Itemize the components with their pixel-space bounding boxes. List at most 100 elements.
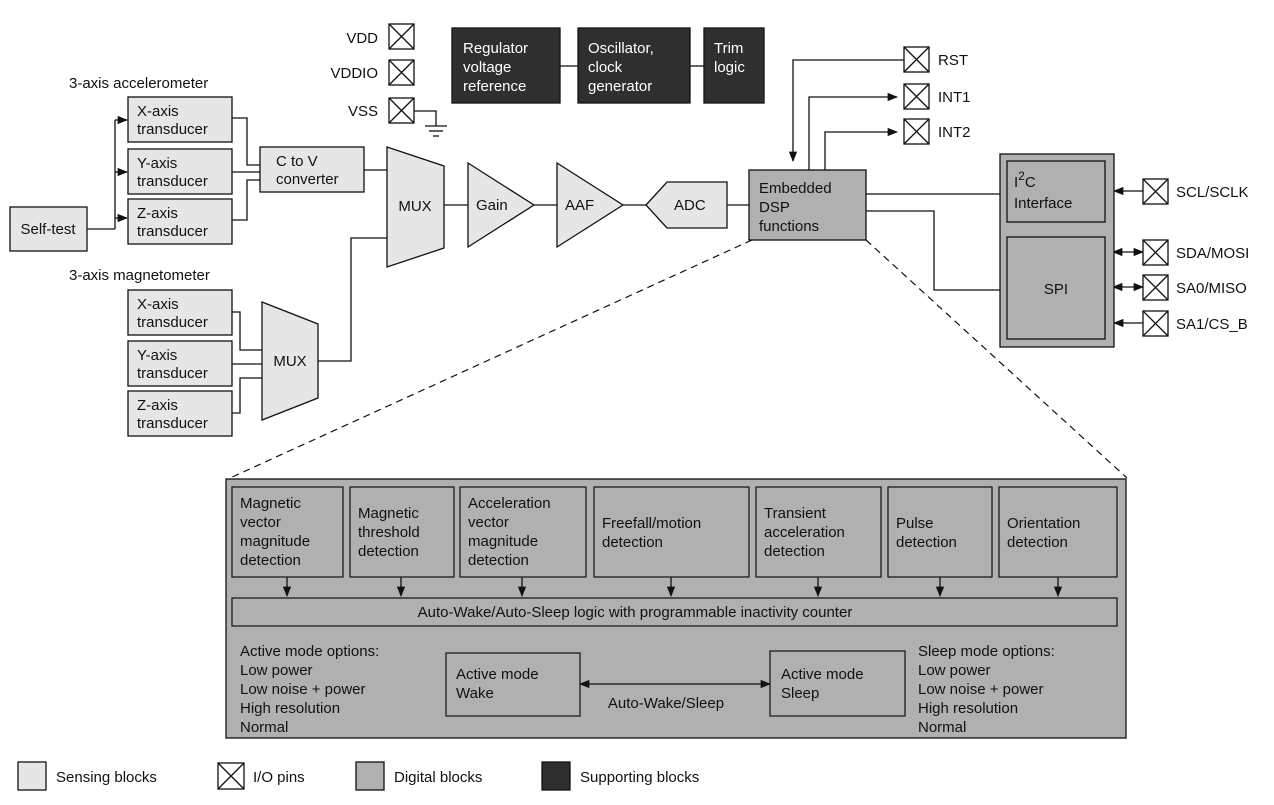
active-mode-sleep-box: Active mode Sleep <box>769 650 906 717</box>
mux-main: MUX <box>386 146 445 268</box>
int1-pin: INT1 <box>903 83 971 110</box>
svg-text:Normal: Normal <box>918 719 966 736</box>
int1-pin-icon <box>903 83 930 110</box>
svg-text:INT2: INT2 <box>938 124 971 141</box>
svg-text:I/O pins: I/O pins <box>253 769 305 786</box>
svg-text:magnitude: magnitude <box>240 533 310 550</box>
svg-text:X-axis: X-axis <box>137 296 179 313</box>
int2-pin: INT2 <box>903 118 971 145</box>
svg-text:detection: detection <box>468 552 529 569</box>
self-test-block: Self-test <box>9 206 88 252</box>
mag-z-transducer: Z-axis transducer <box>127 390 233 437</box>
dsp-detail-panel: Magnetic vector magnitude detection Magn… <box>225 478 1127 739</box>
serial-interface-block: I2C Interface SPI <box>999 153 1115 348</box>
svg-text:ADC: ADC <box>674 197 706 214</box>
svg-text:Normal: Normal <box>240 719 288 736</box>
function-magnetic-vector: Magnetic vector magnitude detection <box>231 486 344 578</box>
vdd-label: VDD <box>346 30 378 47</box>
function-freefall-motion: Freefall/motion detection <box>593 486 750 578</box>
svg-text:reference: reference <box>463 78 526 95</box>
sa1-pin-icon <box>1142 310 1169 337</box>
legend-supporting: Supporting blocks <box>541 761 699 791</box>
svg-text:Orientation: Orientation <box>1007 515 1080 532</box>
sleep-mode-options: Sleep mode options: Low power Low noise … <box>918 643 1055 736</box>
sensing-swatch-icon <box>17 761 47 791</box>
svg-text:transducer: transducer <box>137 121 208 138</box>
svg-text:C to V: C to V <box>276 153 318 170</box>
svg-text:Z-axis: Z-axis <box>137 205 178 222</box>
svg-text:AAF: AAF <box>565 197 594 214</box>
function-acceleration-vector: Acceleration vector magnitude detection <box>459 486 587 578</box>
svg-text:MUX: MUX <box>398 198 431 215</box>
svg-text:logic: logic <box>714 59 745 76</box>
int2-pin-icon <box>903 118 930 145</box>
svg-text:Low power: Low power <box>918 662 991 679</box>
adc-block: ADC <box>645 181 728 229</box>
svg-text:acceleration: acceleration <box>764 524 845 541</box>
svg-text:Trim: Trim <box>714 40 743 57</box>
svg-text:detection: detection <box>240 552 301 569</box>
accel-z-transducer: Z-axis transducer <box>127 198 233 245</box>
svg-text:Y-axis: Y-axis <box>137 155 177 172</box>
svg-text:Low noise + power: Low noise + power <box>240 681 366 698</box>
accel-y-transducer: Y-axis transducer <box>127 148 233 195</box>
svg-text:Digital blocks: Digital blocks <box>394 769 482 786</box>
svg-text:Active mode: Active mode <box>781 666 864 683</box>
mag-y-transducer: Y-axis transducer <box>127 340 233 387</box>
svg-text:SDA/MOSI: SDA/MOSI <box>1176 245 1249 262</box>
svg-text:Embedded: Embedded <box>759 180 832 197</box>
sa0-pin: SA0/MISO <box>1142 274 1247 301</box>
accel-x-transducer: X-axis transducer <box>127 96 233 143</box>
legend-sensing: Sensing blocks <box>17 761 157 791</box>
svg-text:transducer: transducer <box>137 314 208 331</box>
svg-text:detection: detection <box>764 543 825 560</box>
sa1-pin: SA1/CS_B <box>1142 310 1248 337</box>
function-transient-acceleration: Transient acceleration detection <box>755 486 882 578</box>
vddio-label: VDDIO <box>330 65 378 82</box>
legend-digital: Digital blocks <box>355 761 482 791</box>
function-magnetic-threshold: Magnetic threshold detection <box>349 486 455 578</box>
legend: Sensing blocks I/O pins Digital blocks S… <box>17 761 699 791</box>
function-pulse: Pulse detection <box>887 486 993 578</box>
svg-text:RST: RST <box>938 52 968 69</box>
rst-pin: RST <box>903 46 968 73</box>
svg-text:Freefall/motion: Freefall/motion <box>602 515 701 532</box>
svg-text:SA1/CS_B: SA1/CS_B <box>1176 316 1248 333</box>
svg-text:Low noise + power: Low noise + power <box>918 681 1044 698</box>
svg-text:magnitude: magnitude <box>468 533 538 550</box>
io-pin-swatch-icon <box>217 762 245 790</box>
svg-text:Interface: Interface <box>1014 195 1072 212</box>
svg-text:transducer: transducer <box>137 223 208 240</box>
svg-text:threshold: threshold <box>358 524 420 541</box>
svg-text:INT1: INT1 <box>938 89 971 106</box>
mux-magnetometer: MUX <box>261 301 319 421</box>
svg-text:Transient: Transient <box>764 505 827 522</box>
svg-text:High resolution: High resolution <box>240 700 340 717</box>
svg-text:vector: vector <box>240 514 281 531</box>
svg-text:Regulator: Regulator <box>463 40 528 57</box>
vss-pin-icon <box>388 97 415 124</box>
svg-text:Oscillator,: Oscillator, <box>588 40 654 57</box>
svg-text:functions: functions <box>759 218 819 235</box>
svg-text:detection: detection <box>1007 534 1068 551</box>
vss-label: VSS <box>348 103 378 120</box>
function-arrows <box>282 577 1063 598</box>
scl-pin-icon <box>1142 178 1169 205</box>
trim-logic-block: Trim logic <box>703 27 765 104</box>
svg-text:transducer: transducer <box>137 415 208 432</box>
svg-text:Active mode: Active mode <box>456 666 539 683</box>
svg-text:SA0/MISO: SA0/MISO <box>1176 280 1247 297</box>
active-mode-options: Active mode options: Low power Low noise… <box>240 643 379 736</box>
svg-text:Supporting blocks: Supporting blocks <box>580 769 699 786</box>
function-orientation: Orientation detection <box>998 486 1118 578</box>
mag-x-transducer: X-axis transducer <box>127 289 233 336</box>
magnetometer-title: 3-axis magnetometer <box>69 267 210 284</box>
svg-text:Pulse: Pulse <box>896 515 934 532</box>
svg-text:Magnetic: Magnetic <box>240 495 301 512</box>
sa0-pin-icon <box>1142 274 1169 301</box>
wires <box>87 59 1145 479</box>
svg-text:detection: detection <box>602 534 663 551</box>
auto-wake-sleep-label: Auto-Wake/Sleep <box>608 695 724 712</box>
svg-text:transducer: transducer <box>137 365 208 382</box>
